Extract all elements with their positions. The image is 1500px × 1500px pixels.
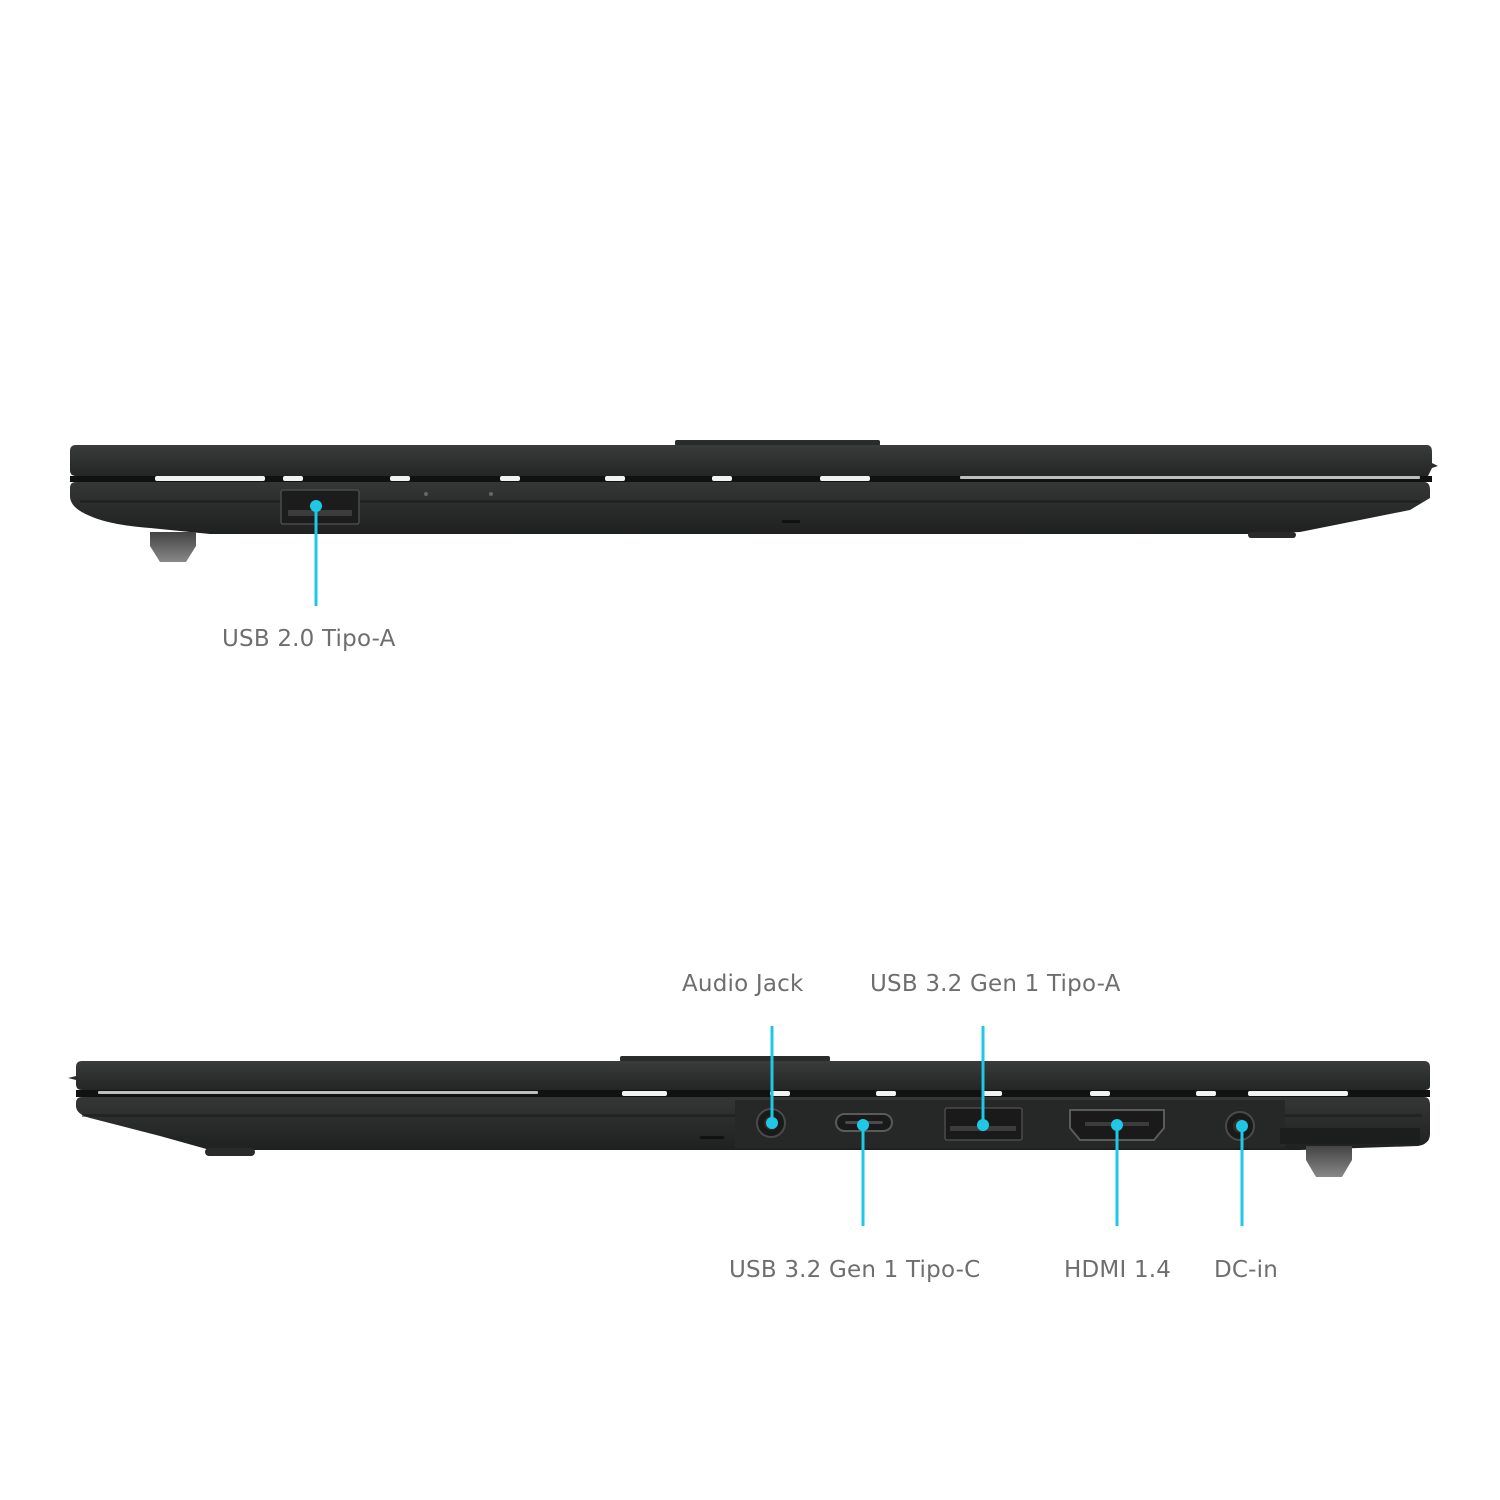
laptop-left-side-view — [70, 440, 1438, 606]
laptop-right-side-view — [68, 1026, 1430, 1226]
label-usb-3-2-type-a: USB 3.2 Gen 1 Tipo-A — [870, 971, 1121, 997]
label-dc-in: DC-in — [1214, 1257, 1279, 1283]
label-usb-3-2-type-c: USB 3.2 Gen 1 Tipo-C — [729, 1257, 981, 1283]
label-audio-jack: Audio Jack — [682, 971, 804, 997]
label-hdmi: HDMI 1.4 — [1064, 1257, 1172, 1283]
label-usb-2-0-type-a: USB 2.0 Tipo-A — [222, 626, 396, 652]
